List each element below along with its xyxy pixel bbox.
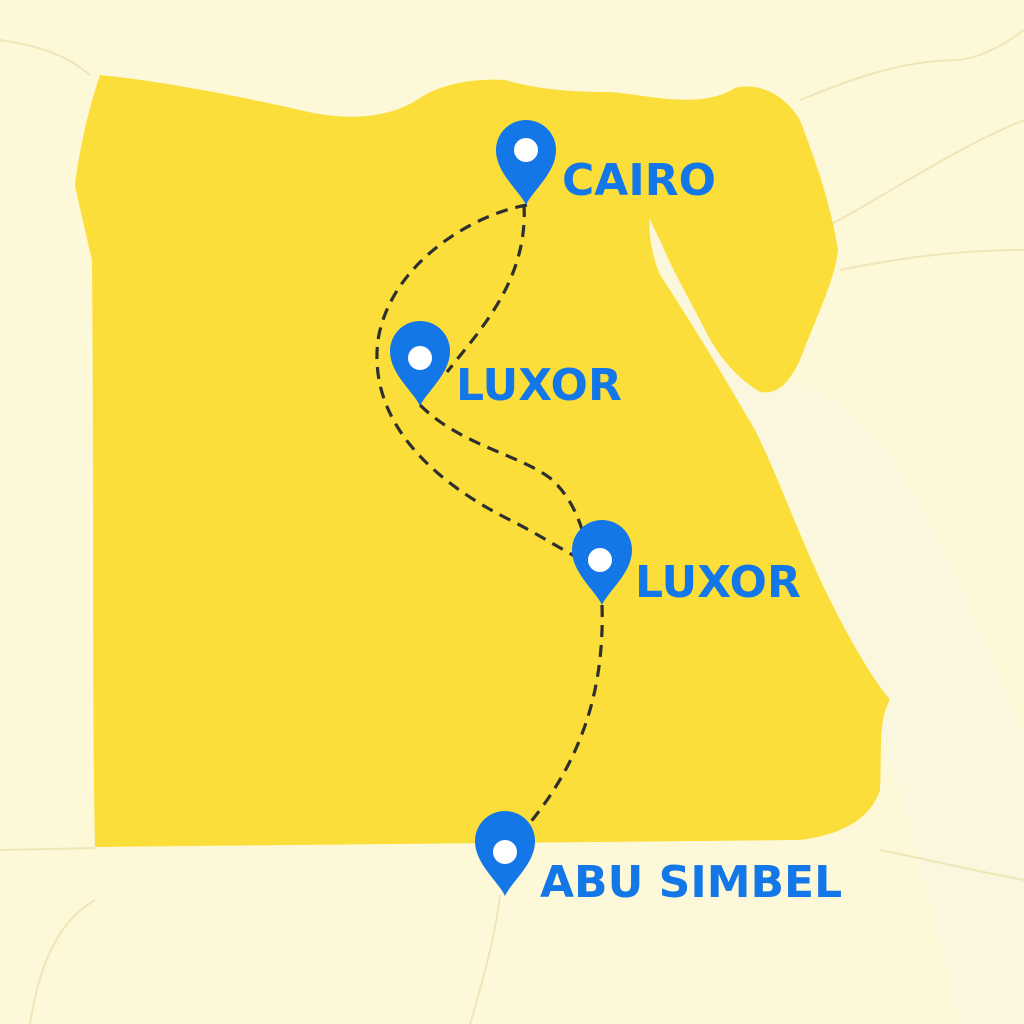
egypt-land (75, 75, 890, 847)
map-pin-luxor-1[interactable] (390, 321, 450, 406)
map-pin-cairo[interactable] (496, 120, 556, 205)
label-abu-simbel: ABU SIMBEL (540, 857, 842, 908)
route-cairo-luxor-west (375, 203, 593, 567)
label-luxor-1: LUXOR (456, 360, 622, 411)
neighbour-borders (0, 29, 1024, 1024)
map-pin-luxor-2[interactable] (572, 520, 632, 605)
label-cairo: CAIRO (562, 155, 716, 206)
map-pin-abu-simbel[interactable] (475, 811, 535, 896)
route-cairo-luxor-direct (445, 204, 526, 373)
route-luxor-luxor (418, 403, 587, 541)
route-luxor-abu-simbel (522, 604, 604, 832)
red-sea (649, 215, 1024, 1024)
route-lines (375, 203, 604, 832)
label-luxor-2: LUXOR (635, 557, 801, 608)
